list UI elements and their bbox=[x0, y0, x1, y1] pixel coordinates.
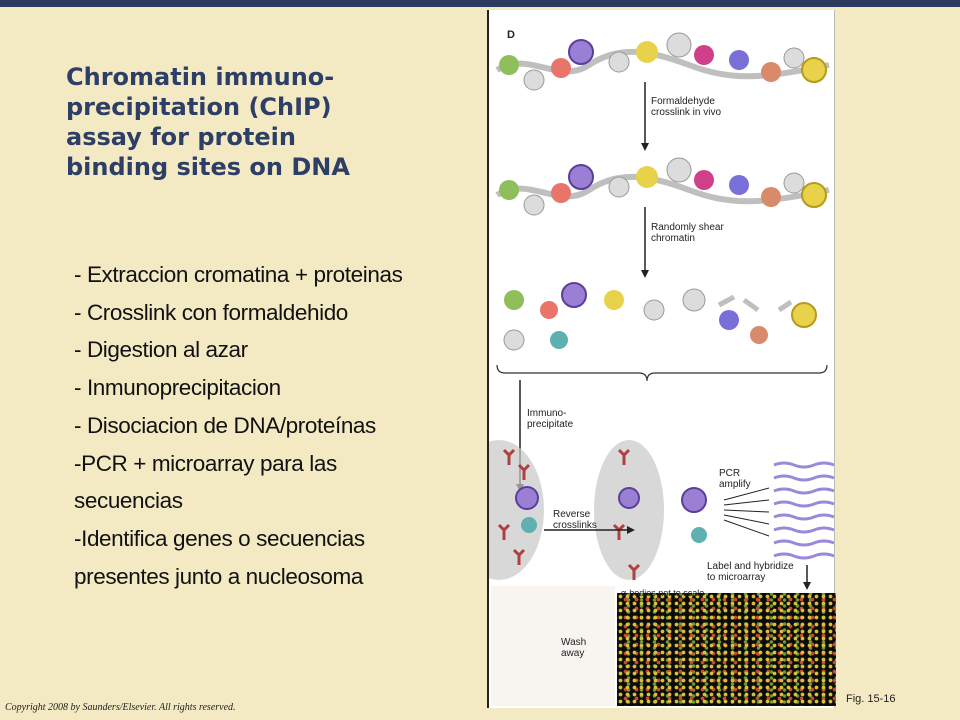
bullet-item: - Inmunoprecipitacion bbox=[74, 375, 281, 401]
microarray-image bbox=[617, 593, 836, 706]
bullet-item: -PCR + microarray para las bbox=[74, 450, 337, 476]
bullet-item: - Digestion al azar bbox=[74, 337, 248, 363]
bead-right bbox=[594, 440, 664, 580]
wash-area bbox=[491, 586, 615, 706]
nucleosomes-row-1 bbox=[499, 32, 827, 91]
panel-letter: D bbox=[507, 29, 515, 41]
nucleosomes-row-2 bbox=[499, 157, 827, 216]
step-immunoprecipitate-label: Immuno-precipitate bbox=[527, 408, 574, 430]
bullet-item: -Identifica genes o secuencias bbox=[74, 525, 365, 551]
title-line-4: binding sites on DNA bbox=[66, 153, 350, 181]
top-bar bbox=[0, 0, 960, 7]
title-line-1: Chromatin immuno- bbox=[66, 63, 335, 91]
slide-title: Chromatin immuno- precipitation (ChIP) a… bbox=[66, 62, 396, 182]
antibodies bbox=[497, 448, 641, 580]
bullet-list: - Extraccion cromatina + proteinas - Cro… bbox=[74, 256, 494, 595]
pcr-arrows bbox=[723, 487, 770, 537]
bullet-item: presentes junto a nucleosoma bbox=[74, 563, 363, 589]
bead-left bbox=[489, 440, 544, 580]
copyright-notice: Copyright 2008 by Saunders/Elsevier. All… bbox=[5, 702, 236, 713]
bullet-item: - Extraccion cromatina + proteinas bbox=[74, 262, 403, 287]
bracket bbox=[496, 364, 828, 382]
title-line-2: precipitation (ChIP) bbox=[66, 93, 332, 121]
bodies-note: α-bodies not to scale bbox=[621, 588, 705, 598]
figure-reference: Fig. 15-16 bbox=[846, 693, 896, 705]
bullet-item: - Disociacion de DNA/proteínas bbox=[74, 412, 376, 438]
bullet-item: secuencias bbox=[74, 488, 183, 514]
bullet-item: - Crosslink con formaldehido bbox=[74, 299, 348, 325]
sheared-fragments bbox=[503, 282, 817, 351]
figure-drawing bbox=[489, 32, 835, 590]
amplified-dna bbox=[773, 461, 835, 560]
title-line-3: assay for protein bbox=[66, 123, 296, 151]
